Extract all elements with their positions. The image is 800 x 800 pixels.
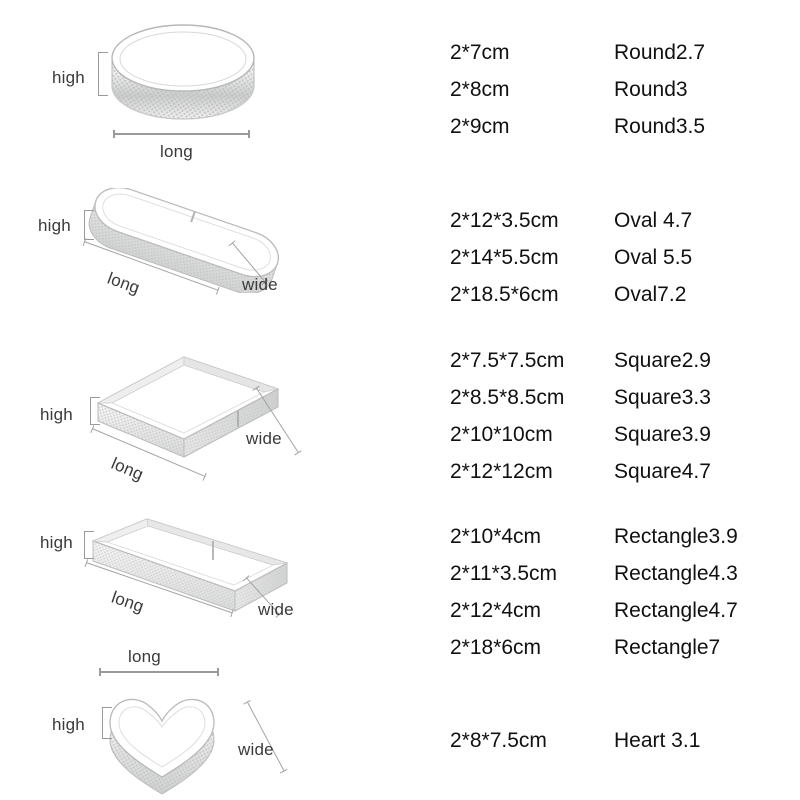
square-high-bracket <box>90 397 100 425</box>
spec-name: Round3.5 <box>614 115 706 138</box>
rectangle-high-label: high <box>40 533 73 552</box>
round-long-label: long <box>160 142 193 161</box>
square-wide-label: wide <box>246 429 282 448</box>
spec-name: Square3.9 <box>614 423 711 446</box>
round-high-bracket <box>98 52 108 96</box>
spec-name: Rectangle4.3 <box>614 562 738 585</box>
spec-name: Square4.7 <box>614 460 711 483</box>
perforated-square-tart-ring-illustration <box>96 356 280 458</box>
perforated-round-tart-ring-illustration <box>111 24 255 120</box>
product-block-heart: long high wide <box>0 645 420 800</box>
round-long-line <box>113 130 250 137</box>
spec-size: 2*10*10cm <box>450 423 553 446</box>
spec-name: Oval 5.5 <box>614 246 693 269</box>
spec-name: Rectangle7 <box>614 636 721 659</box>
spec-size: 2*8cm <box>450 78 510 101</box>
perforated-oval-tart-ring-illustration <box>88 188 279 293</box>
spec-size: 2*18.5*6cm <box>450 283 559 306</box>
perforated-heart-tart-ring-illustration <box>109 698 215 795</box>
spec-size: 2*14*5.5cm <box>450 246 559 269</box>
heart-long-line <box>99 668 219 675</box>
product-block-round: high long <box>0 0 420 175</box>
spec-size: 2*12*3.5cm <box>450 209 559 232</box>
spec-size: 2*7.5*7.5cm <box>450 349 565 372</box>
oval-high-label: high <box>38 216 71 235</box>
spec-size: 2*18*6cm <box>450 636 542 659</box>
spec-name: Rectangle4.7 <box>614 599 738 622</box>
product-block-oval: high long wide <box>0 180 420 315</box>
product-block-rectangle: high long wide <box>0 505 420 635</box>
spec-size: 2*8.5*8.5cm <box>450 386 565 409</box>
spec-size: 2*12*12cm <box>450 460 553 483</box>
oval-high-bracket <box>84 210 94 240</box>
spec-name: Round3 <box>614 78 688 101</box>
rectangle-high-bracket <box>84 531 94 559</box>
spec-name: Square3.3 <box>614 386 711 409</box>
heart-high-label: high <box>52 715 85 734</box>
spec-name: Square2.9 <box>614 349 711 372</box>
product-block-square: high long wide <box>0 335 420 490</box>
heart-high-bracket <box>102 707 112 739</box>
spec-size: 2*10*4cm <box>450 525 542 548</box>
spec-name: Oval7.2 <box>614 283 687 306</box>
oval-wide-label: wide <box>242 275 278 294</box>
spec-name: Heart 3.1 <box>614 729 701 752</box>
heart-long-label: long <box>128 647 161 666</box>
heart-wide-label: wide <box>238 740 274 759</box>
spec-size: 2*12*4cm <box>450 599 542 622</box>
spec-size: 2*9cm <box>450 115 510 138</box>
rectangle-wide-label: wide <box>258 600 294 619</box>
spec-size: 2*8*7.5cm <box>450 729 547 752</box>
spec-size: 2*7cm <box>450 41 510 64</box>
round-high-label: high <box>52 68 85 87</box>
spec-name: Round2.7 <box>614 41 706 64</box>
spec-size: 2*11*3.5cm <box>450 562 558 585</box>
square-high-label: high <box>40 405 73 424</box>
perforated-rectangle-tart-ring-illustration <box>91 518 289 612</box>
spec-name: Rectangle3.9 <box>614 525 738 548</box>
spec-name: Oval 4.7 <box>614 209 693 232</box>
